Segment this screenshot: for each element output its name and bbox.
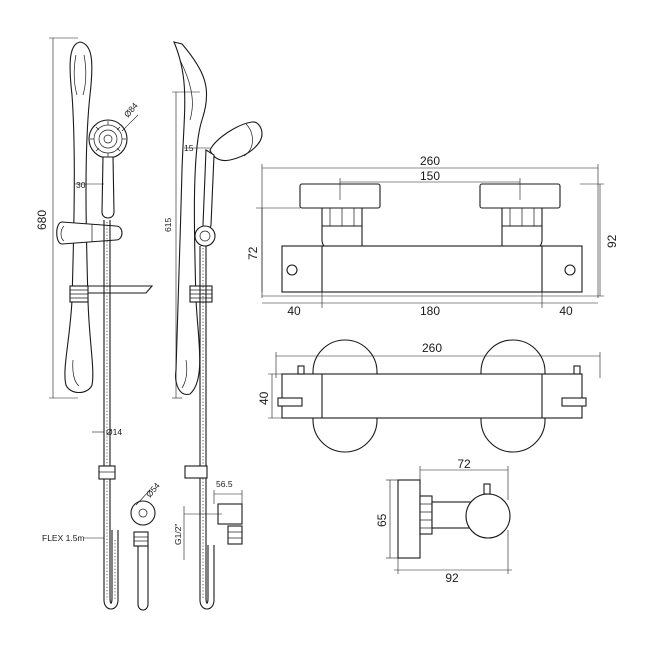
slide-rail-side-view: 615 15 56.5 G1/2" [163,41,263,610]
thread-size-label: G1/2" [173,524,183,545]
outlet-projection-label: 56.5 [216,479,233,489]
bar-height-label: 680 [35,210,49,230]
outlet-elbow-side [217,503,243,545]
end-height-label: 65 [375,513,389,527]
shower-hose-side [184,246,215,610]
front-height-72-label: 72 [246,246,260,260]
handset-side [202,121,263,230]
valve-front-dimension-lines [256,164,604,308]
end-width-label: 72 [457,457,471,471]
soap-dish-side [189,285,213,303]
slider-holder-front [56,221,123,245]
handset-diameter-label: Ø84 [122,100,140,119]
slide-rail-front-view: 680 Ø84 30 Ø14 Ø54 FLEX 1.5m [35,37,162,611]
valve-top-view: 260 40 [257,339,601,453]
front-left-40-label: 40 [287,304,301,318]
hose-length-label: FLEX 1.5m [42,533,85,543]
front-total-width-label: 260 [420,154,440,168]
top-total-width-label: 260 [422,341,442,355]
top-depth-label: 40 [257,391,271,405]
outlet-diameter-label: Ø54 [144,480,162,499]
valve-front-view: 260 150 72 92 40 180 40 [246,154,619,318]
end-depth-label: 92 [445,571,459,585]
head-offset-label: 15 [184,143,194,153]
side-height-label: 615 [163,218,173,232]
front-right-40-label: 40 [559,304,573,318]
front-centres-label: 150 [420,169,440,183]
shower-hose-front [98,220,119,610]
hose-diameter-label: Ø14 [106,427,122,437]
holder-offset-label: 30 [76,180,86,190]
valve-end-dimension-lines [386,466,512,574]
side-dimension-lines [172,91,243,560]
outlet-elbow-front [130,500,156,611]
front-middle-180-label: 180 [420,304,440,318]
soap-dish-front [69,285,154,303]
valve-top-dimension-lines [268,352,601,419]
valve-end-view: 72 65 92 [375,457,512,585]
rail-dimension-lines [49,37,151,539]
handset-front [88,119,128,219]
front-height-92-label: 92 [605,234,619,248]
slider-holder-side [194,225,216,247]
